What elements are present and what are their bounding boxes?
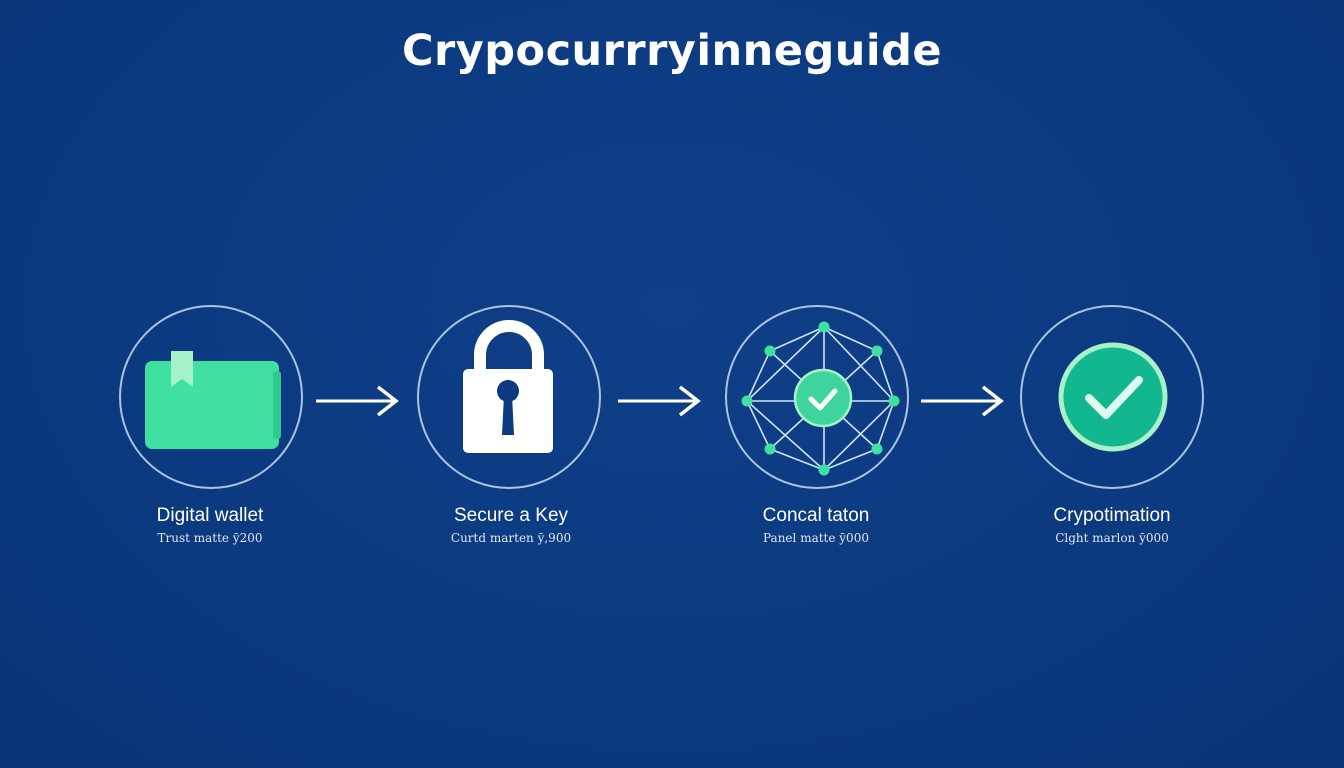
folder-wallet-icon [145, 351, 281, 449]
step-wallet-circle [119, 305, 303, 489]
step-label-secure-key: Secure a Key [453, 505, 569, 526]
step-sublabel-crypotimation: Clght marlon ȳ000 [1055, 531, 1169, 545]
page-title: Crypocurrryinneguide [401, 26, 943, 76]
arrow-right-icon [618, 385, 701, 417]
step-label-digital-wallet: Digital wallet [156, 505, 264, 526]
padlock-icon [463, 320, 553, 453]
step-key-circle [417, 305, 601, 489]
step-confirm-circle [1020, 305, 1204, 489]
step-sublabel-digital-wallet: Trust matte ȳ200 [157, 531, 263, 545]
step-label-crypotimation: Crypotimation [1053, 505, 1171, 526]
checkmark-icon [1058, 342, 1168, 452]
step-sublabel-concal-taton: Panel matte ȳ000 [763, 531, 869, 545]
step-label-concal-taton: Concal taton [762, 505, 870, 526]
network-check-icon [741, 321, 900, 476]
step-network-circle [725, 305, 909, 489]
arrow-right-icon [921, 385, 1004, 417]
arrow-right-icon [316, 385, 399, 417]
step-sublabel-secure-key: Curtd marten ȳ,900 [450, 531, 572, 545]
